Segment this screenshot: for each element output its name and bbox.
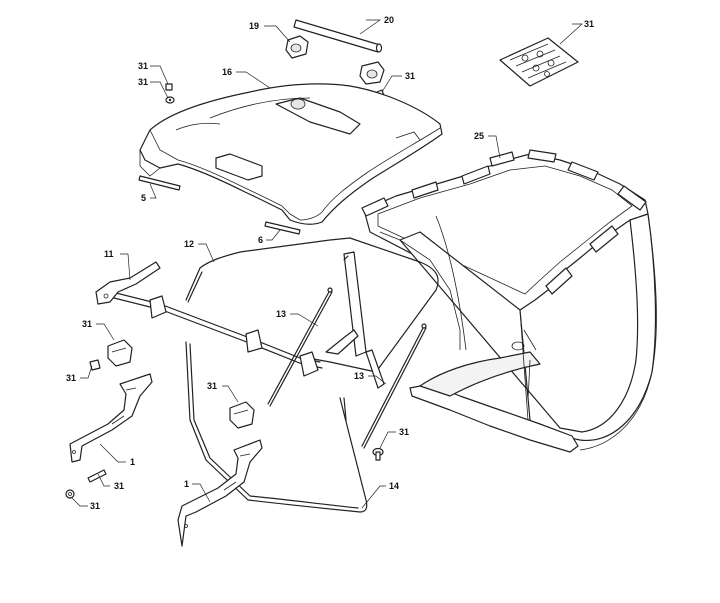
callout-31-screw-d: 31 bbox=[399, 427, 409, 437]
callout-6: 6 bbox=[258, 235, 263, 245]
callout-12: 12 bbox=[184, 239, 194, 249]
callout-31-kit: 31 bbox=[584, 19, 594, 29]
part-1-bracket-right bbox=[177, 439, 263, 547]
callout-31-bolt: 31 bbox=[114, 481, 124, 491]
part-20-rod bbox=[293, 19, 383, 53]
callout-14: 14 bbox=[389, 481, 399, 491]
strut-bracket bbox=[325, 329, 359, 355]
part-6-rod bbox=[264, 221, 301, 235]
leader-lines bbox=[71, 19, 583, 509]
screw-31-right-low bbox=[372, 447, 384, 461]
part-25-grass-bag bbox=[361, 149, 657, 453]
part-13-strut-mid bbox=[267, 287, 333, 407]
part-13-strut-upper bbox=[343, 251, 385, 389]
callout-11: 11 bbox=[104, 249, 114, 259]
callout-5: 5 bbox=[141, 193, 146, 203]
callout-19: 19 bbox=[249, 21, 259, 31]
bolt-31-lower bbox=[87, 469, 107, 483]
part-19-clip bbox=[285, 35, 309, 59]
callout-20: 20 bbox=[384, 15, 394, 25]
nut-31-lower bbox=[65, 489, 75, 499]
clip-31-left bbox=[107, 339, 133, 367]
part-12-frame bbox=[111, 237, 439, 377]
callout-31-nut: 31 bbox=[90, 501, 100, 511]
part-5-rod bbox=[138, 175, 181, 191]
callout-labels: 20 19 31 31 31 16 31 25 5 6 11 12 31 13 … bbox=[66, 15, 594, 511]
part-13-strut-low bbox=[361, 323, 427, 449]
callout-31-screw-b: 31 bbox=[138, 77, 148, 87]
part-14-lower-frame bbox=[185, 341, 368, 513]
part-31-fastener-kit bbox=[499, 37, 579, 87]
part-11-bracket bbox=[95, 261, 161, 305]
lid-clip bbox=[359, 61, 385, 85]
callout-13-low: 13 bbox=[354, 371, 364, 381]
callout-31-clip-mid: 31 bbox=[207, 381, 217, 391]
callout-31-screw-c: 31 bbox=[66, 373, 76, 383]
screw-31-left bbox=[165, 83, 175, 104]
callout-31-lid-screw: 31 bbox=[405, 71, 415, 81]
callout-31-clip: 31 bbox=[82, 319, 92, 329]
callout-13-mid: 13 bbox=[276, 309, 286, 319]
callout-25: 25 bbox=[474, 131, 484, 141]
callout-16: 16 bbox=[222, 67, 232, 77]
callout-31-screw-a: 31 bbox=[138, 61, 148, 71]
clip-31-mid bbox=[229, 401, 255, 429]
part-1-bracket-left bbox=[69, 373, 153, 463]
part-16-lid bbox=[139, 83, 443, 225]
callout-1-left: 1 bbox=[130, 457, 135, 467]
callout-1-right: 1 bbox=[184, 479, 189, 489]
